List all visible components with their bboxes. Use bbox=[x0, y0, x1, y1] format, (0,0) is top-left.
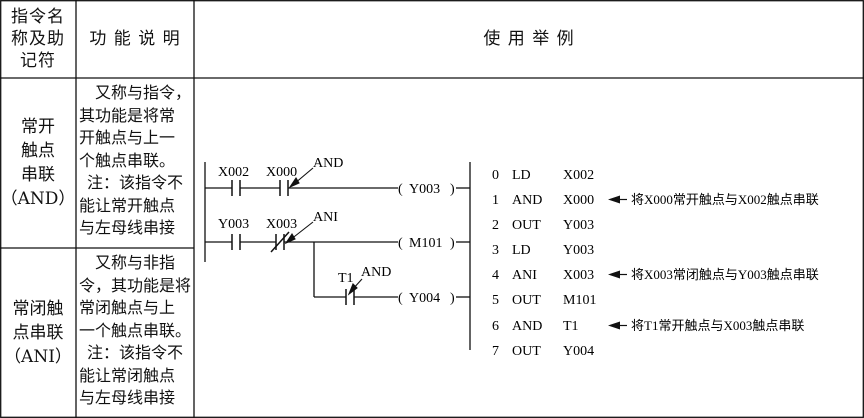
annotation-label: ANI bbox=[313, 210, 338, 225]
coil-paren-right: ) bbox=[450, 182, 455, 197]
program-op: ANI bbox=[512, 268, 537, 283]
program-operand: Y003 bbox=[563, 243, 594, 258]
contact-label: X002 bbox=[218, 165, 249, 180]
left-arrow-icon bbox=[608, 270, 620, 279]
program-step: 7 bbox=[492, 344, 499, 359]
program-operand: X003 bbox=[563, 268, 594, 283]
annotation-label: AND bbox=[361, 265, 391, 280]
coil-label: Y004 bbox=[409, 291, 440, 306]
ladder-wiring bbox=[204, 162, 471, 350]
coil-paren-left: ( bbox=[398, 291, 403, 306]
annotation-labels: AND ANI AND bbox=[313, 156, 391, 280]
program-operand: X000 bbox=[563, 193, 594, 208]
program-op: LD bbox=[512, 243, 531, 258]
program-step: 0 bbox=[492, 168, 499, 183]
program-op: OUT bbox=[512, 344, 541, 359]
program-op: OUT bbox=[512, 293, 541, 308]
program-step: 6 bbox=[492, 319, 499, 334]
normally-closed-contact-x003 bbox=[270, 231, 290, 253]
header-function: 功 能 说 明 bbox=[89, 29, 181, 49]
annotation-arrows bbox=[284, 167, 363, 296]
program-step: 4 bbox=[492, 268, 499, 283]
coil-paren-right: ) bbox=[450, 291, 455, 306]
coil-paren-left: ( bbox=[398, 236, 403, 251]
comment-text: 将X000常开触点与X002触点串联 bbox=[631, 192, 819, 207]
program-operand: T1 bbox=[563, 319, 579, 334]
row-ani-name: 常闭触 点串联 （ANI） bbox=[4, 299, 72, 367]
program-listing: 0 LD X002 1 AND X000 2 OUT Y003 3 LD Y00… bbox=[492, 168, 596, 359]
contact-label: Y003 bbox=[218, 217, 249, 232]
program-op: AND bbox=[512, 319, 542, 334]
left-arrow-icon bbox=[608, 321, 620, 330]
header-example: 使 用 举 例 bbox=[483, 29, 575, 49]
coil-paren-right: ) bbox=[450, 236, 455, 251]
comment-text: 将T1常开触点与X003触点串联 bbox=[631, 318, 804, 333]
program-op: LD bbox=[512, 168, 531, 183]
contact-labels: X002 X000 Y003 X003 T1 bbox=[218, 165, 354, 286]
program-operand: Y003 bbox=[563, 218, 594, 233]
comments: 将X000常开触点与X002触点串联 将X003常闭触点与Y003触点串联 将T… bbox=[631, 192, 819, 333]
normally-open-contact-x002 bbox=[231, 180, 241, 196]
normally-open-contact-x000 bbox=[279, 180, 289, 196]
program-operand: M101 bbox=[563, 293, 596, 308]
comment-arrows bbox=[608, 195, 627, 330]
header-instruction-name: 指令名 称及助 记符 bbox=[0, 0, 76, 78]
contact-label: X003 bbox=[266, 217, 297, 232]
left-arrow-icon bbox=[608, 195, 620, 204]
ladder-coils: ( Y003 ) ( M101 ) ( Y004 ) bbox=[398, 182, 455, 306]
contact-label: T1 bbox=[338, 271, 354, 286]
program-op: AND bbox=[512, 193, 542, 208]
row-and-name: 常开 触点 串联 （AND） bbox=[0, 117, 76, 209]
program-step: 1 bbox=[492, 193, 499, 208]
normally-open-contact-t1 bbox=[345, 289, 355, 305]
coil-label: Y003 bbox=[409, 182, 440, 197]
header-line: 称及助 bbox=[11, 29, 65, 49]
annotation-label: AND bbox=[313, 156, 343, 171]
row-ani-description: 又称与非指 令，其功能是将 常闭触点与上 一个触点串联。 注：该指令不 能让常闭… bbox=[79, 253, 192, 407]
program-step: 2 bbox=[492, 218, 499, 233]
ladder-contacts bbox=[231, 180, 355, 305]
program-step: 5 bbox=[492, 293, 499, 308]
header-line: 记符 bbox=[20, 51, 56, 71]
program-operand: Y004 bbox=[563, 344, 594, 359]
comment-text: 将X003常闭触点与Y003触点串联 bbox=[631, 267, 819, 282]
row-and-description: 又称与指令， 其功能是将常 开触点与上一 个触点串联。 注：该指令不 能让常开触… bbox=[79, 83, 192, 237]
program-operand: X002 bbox=[563, 168, 594, 183]
program-op: OUT bbox=[512, 218, 541, 233]
program-step: 3 bbox=[492, 243, 499, 258]
header-line: 指令名 bbox=[11, 7, 65, 27]
coil-paren-left: ( bbox=[398, 182, 403, 197]
coil-label: M101 bbox=[409, 236, 442, 251]
contact-label: X000 bbox=[266, 165, 297, 180]
normally-open-contact-y003 bbox=[231, 234, 241, 250]
